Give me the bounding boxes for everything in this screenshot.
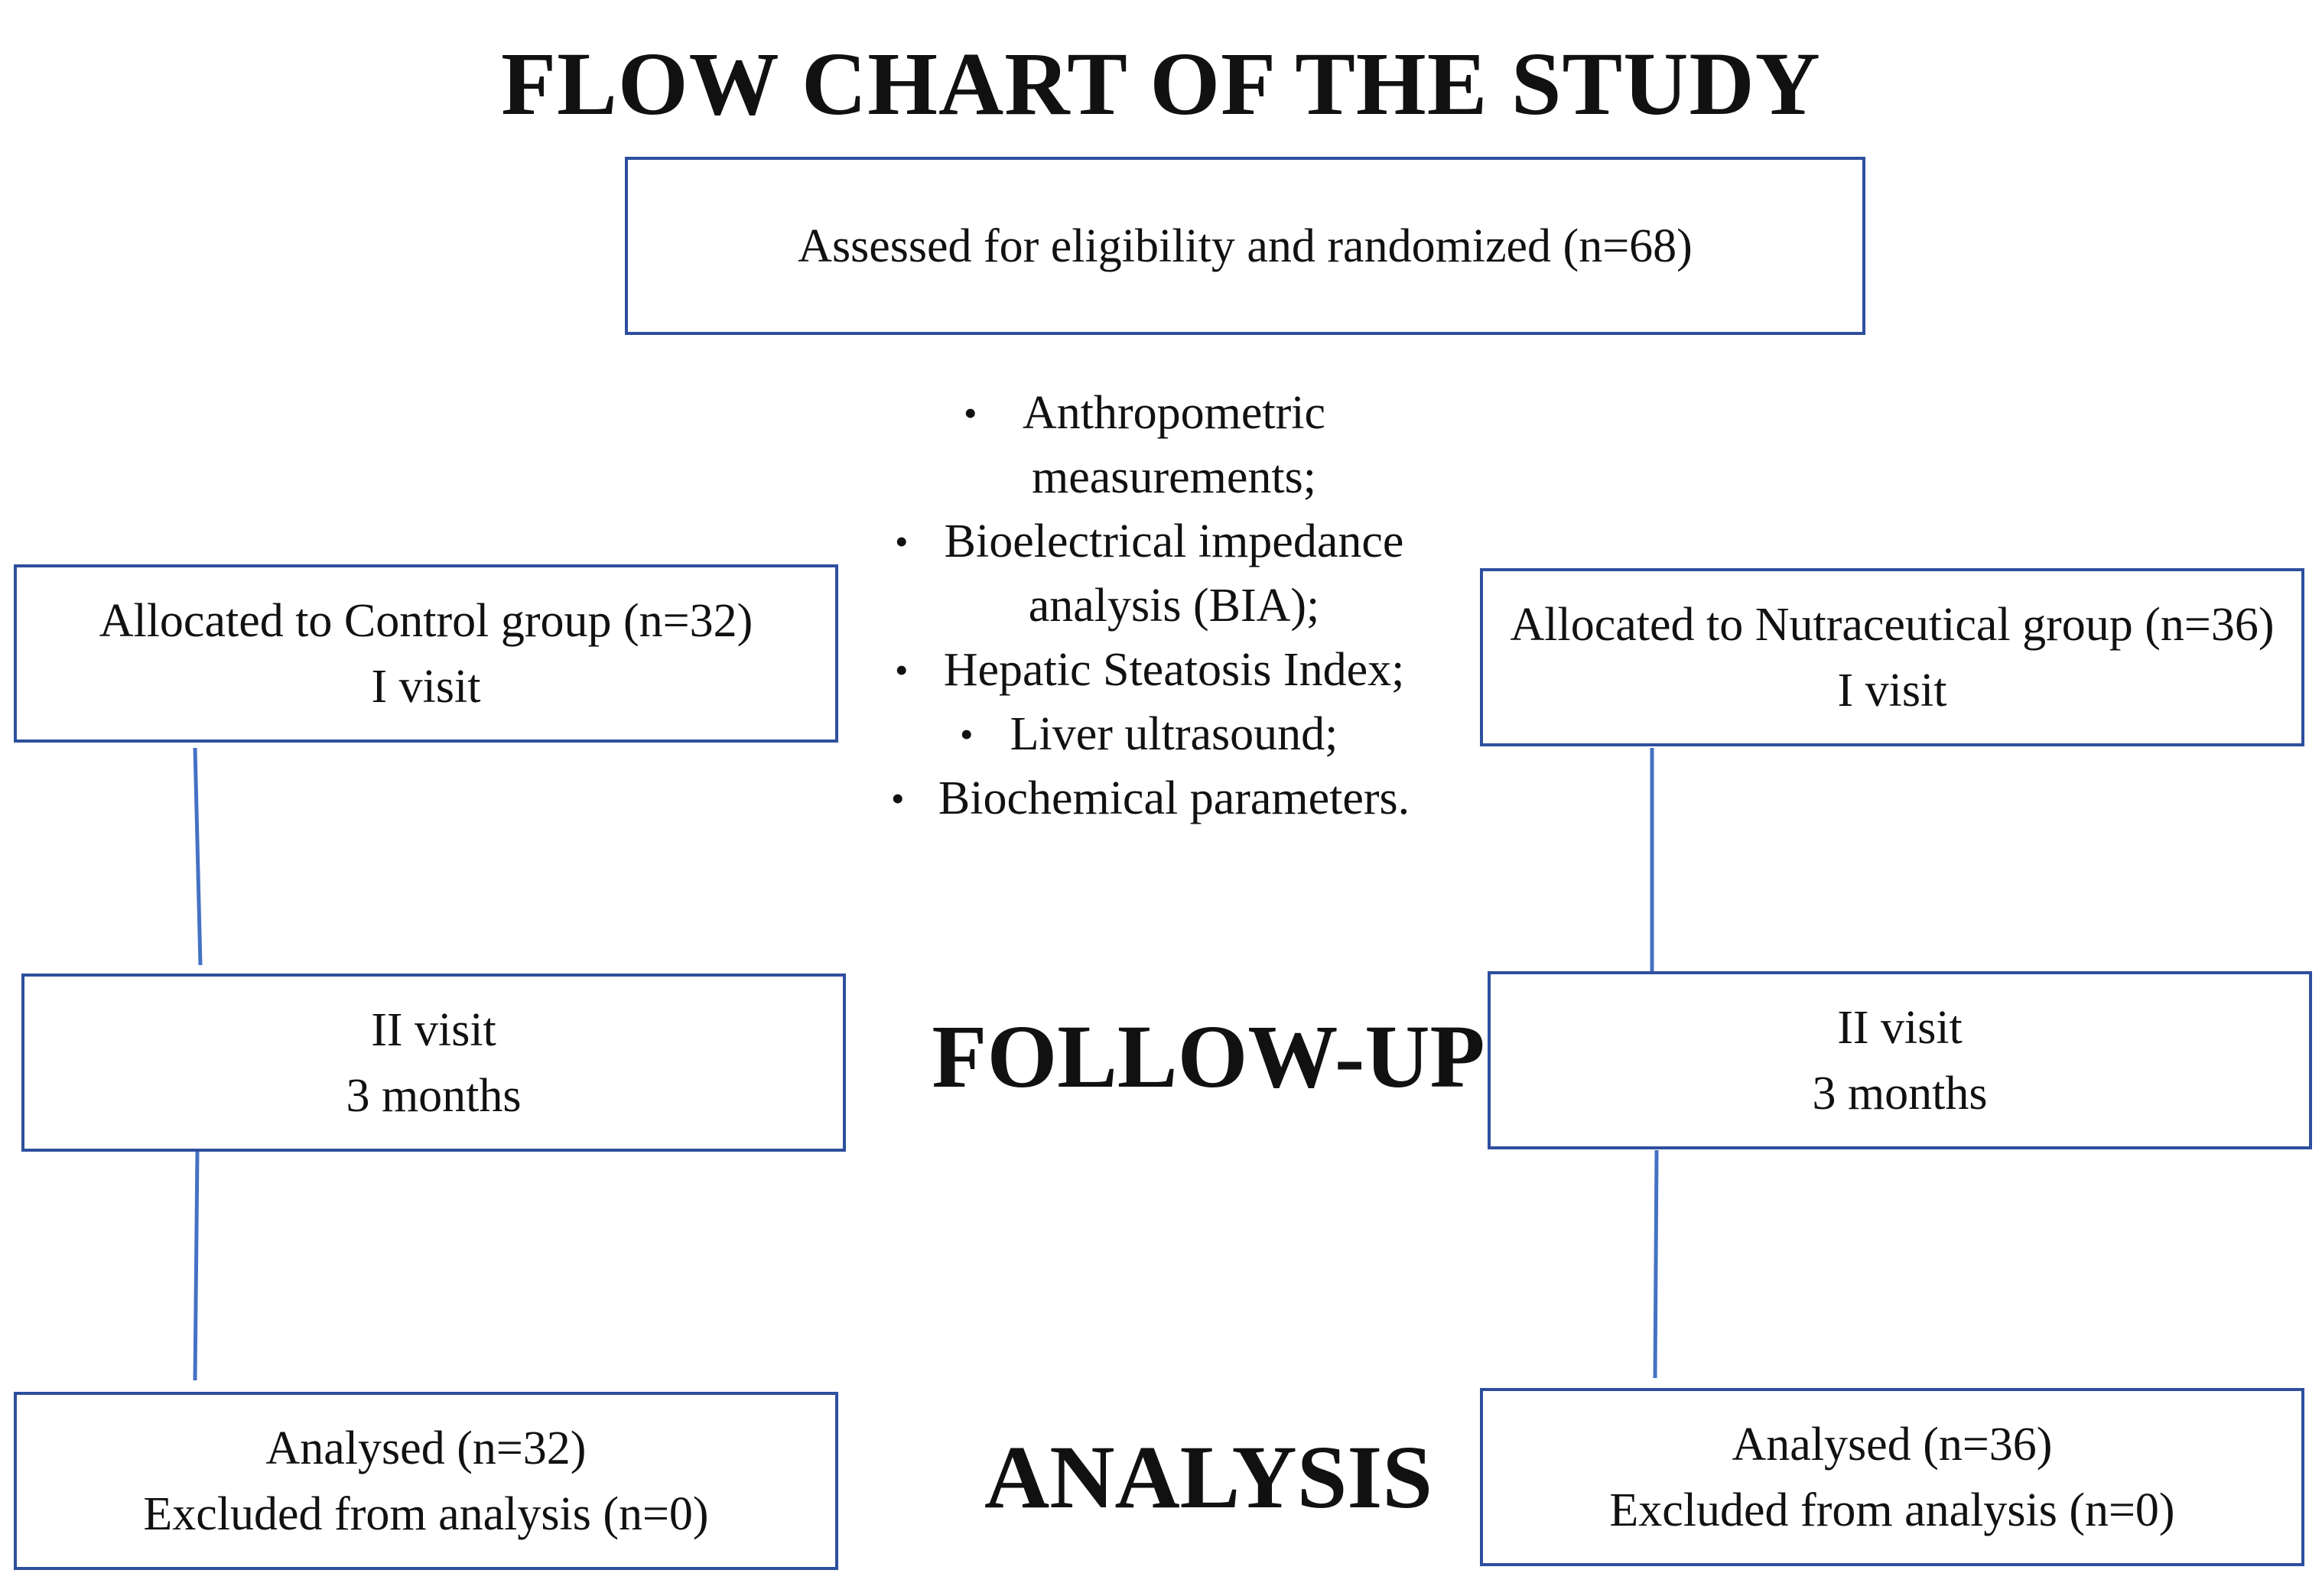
assessment-item-label: Hepatic Steatosis Index; [943,644,1405,696]
nutraceutical-allocation-visit: I visit [1837,664,1947,717]
enrollment-box: Assessed for eligibility and randomized … [625,157,1865,335]
connector-nutra-followup-analysis [1653,1149,1659,1379]
assessment-item-anthropometric: • Anthropometric measurements; [880,381,1446,509]
assessment-item-label: Liver ultrasound; [1010,708,1338,760]
nutraceutical-analysis-excluded: Excluded from analysis (n=0) [1609,1484,2175,1536]
page-title: FLOW CHART OF THE STUDY [501,34,1821,134]
control-allocation-box: Allocated to Control group (n=32) I visi… [14,564,838,743]
assessment-item-label: Biochemical parameters. [938,772,1410,824]
assessment-item-bia: • Bioelectrical impedance analysis (BIA)… [880,509,1446,638]
control-analysis-box: Analysed (n=32) Excluded from analysis (… [14,1392,838,1570]
follow-up-label: FOLLOW-UP [932,1006,1485,1107]
nutraceutical-allocation-label: Allocated to Nutraceutical group (n=36) [1510,598,2275,651]
assessment-item-biochemical: • Biochemical parameters. [880,766,1446,831]
assessment-item-label: Bioelectrical impedance analysis (BIA); [944,515,1404,632]
assessment-item-label: Anthropometric measurements; [1022,387,1325,503]
enrollment-text: Assessed for eligibility and randomized … [798,219,1693,272]
nutraceutical-followup-duration: 3 months [1812,1067,1988,1120]
bullet-icon: • [895,520,909,563]
bullet-icon: • [895,648,909,691]
nutraceutical-analysis-box: Analysed (n=36) Excluded from analysis (… [1480,1388,2304,1566]
nutraceutical-followup-visit: II visit [1837,1001,1963,1054]
assessment-list: • Anthropometric measurements; • Bioelec… [880,381,1446,831]
nutraceutical-analysis-count: Analysed (n=36) [1732,1418,2053,1471]
control-analysis-excluded: Excluded from analysis (n=0) [143,1487,709,1540]
control-allocation-visit: I visit [371,660,481,713]
nutraceutical-followup-box: II visit 3 months [1488,971,2312,1149]
control-followup-visit: II visit [371,1003,496,1056]
analysis-label: ANALYSIS [984,1427,1433,1527]
nutraceutical-allocation-box: Allocated to Nutraceutical group (n=36) … [1480,568,2304,746]
connector-control-followup-analysis [193,1151,200,1381]
assessment-item-hsi: • Hepatic Steatosis Index; [880,638,1446,702]
connector-control-allocation-followup [193,747,203,966]
bullet-icon: • [960,713,974,756]
control-followup-box: II visit 3 months [21,974,846,1152]
bullet-icon: • [891,777,905,820]
control-followup-duration: 3 months [346,1069,522,1122]
assessment-item-ultrasound: • Liver ultrasound; [880,702,1446,766]
control-analysis-count: Analysed (n=32) [265,1422,587,1474]
bullet-icon: • [964,392,977,434]
control-allocation-label: Allocated to Control group (n=32) [99,594,753,647]
